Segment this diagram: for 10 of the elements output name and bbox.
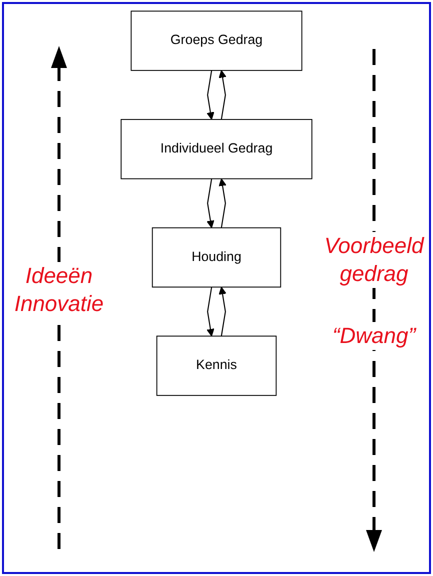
arrow: [218, 286, 226, 336]
node-box: Groeps Gedrag: [130, 10, 302, 71]
node-box: Houding: [152, 227, 282, 288]
arrow: [218, 70, 226, 120]
arrow: [206, 178, 214, 228]
arrow: [206, 287, 214, 336]
node-box: Individueel Gedrag: [120, 119, 312, 180]
arrow: [206, 70, 214, 120]
arrow: [218, 178, 226, 228]
node-box: Kennis: [156, 336, 277, 396]
